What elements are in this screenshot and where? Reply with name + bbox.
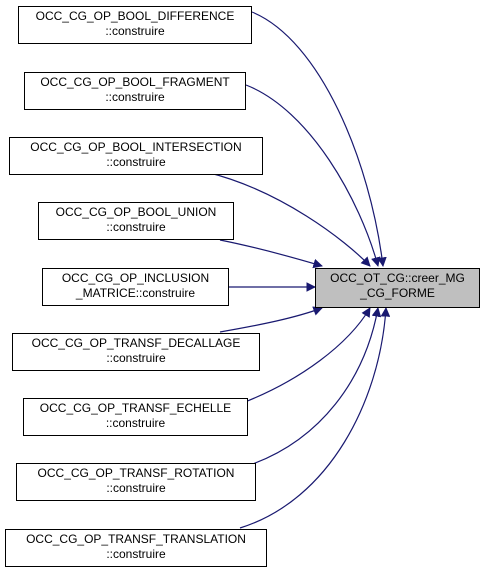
node-line1: OCC_CG_OP_BOOL_FRAGMENT bbox=[40, 75, 230, 89]
node-line1: OCC_CG_OP_TRANSF_ROTATION bbox=[37, 466, 235, 480]
node-bool-intersection[interactable]: OCC_CG_OP_BOOL_INTERSECTION ::construire bbox=[9, 137, 263, 175]
node-target-creer-mg-cg-forme[interactable]: OCC_OT_CG::creer_MG _CG_FORME bbox=[315, 268, 480, 308]
node-line1: OCC_CG_OP_TRANSF_TRANSLATION bbox=[26, 532, 246, 546]
edge-bool-fragment bbox=[245, 84, 381, 267]
node-transf-translation[interactable]: OCC_CG_OP_TRANSF_TRANSLATION ::construir… bbox=[5, 529, 267, 567]
node-line1: OCC_CG_OP_BOOL_UNION bbox=[55, 205, 217, 219]
edge-bool-intersection bbox=[205, 171, 371, 267]
node-line2: _CG_FORME bbox=[360, 286, 435, 300]
node-line1: OCC_CG_OP_BOOL_DIFFERENCE bbox=[35, 9, 235, 23]
edge-transf-decallage bbox=[219, 306, 323, 333]
edge-transf-translation bbox=[239, 307, 391, 529]
node-line2: ::construire bbox=[106, 220, 166, 234]
node-bool-fragment[interactable]: OCC_CG_OP_BOOL_FRAGMENT ::construire bbox=[24, 72, 246, 110]
node-transf-echelle[interactable]: OCC_CG_OP_TRANSF_ECHELLE ::construire bbox=[23, 398, 248, 436]
node-line2: ::construire bbox=[105, 416, 166, 430]
node-line1: OCC_OT_CG::creer_MG bbox=[330, 271, 465, 285]
edge-bool-difference bbox=[251, 11, 387, 267]
edge-bool-union bbox=[219, 239, 323, 269]
node-line2: ::construire bbox=[106, 155, 166, 169]
node-line2: ::construire bbox=[106, 481, 166, 495]
node-line2: ::construire bbox=[106, 351, 166, 365]
edge-transf-rotation bbox=[249, 307, 382, 466]
node-line1: OCC_CG_OP_TRANSF_DECALLAGE bbox=[31, 336, 241, 350]
node-line1: OCC_CG_OP_TRANSF_ECHELLE bbox=[39, 401, 232, 415]
node-transf-decallage[interactable]: OCC_CG_OP_TRANSF_DECALLAGE ::construire bbox=[12, 333, 260, 371]
node-line2: ::construire bbox=[106, 547, 166, 561]
node-line2: _MATRICE::construire bbox=[75, 286, 196, 300]
node-line2: ::construire bbox=[105, 90, 165, 104]
node-bool-union[interactable]: OCC_CG_OP_BOOL_UNION ::construire bbox=[38, 202, 234, 240]
edge-transf-echelle bbox=[244, 307, 371, 403]
node-bool-difference[interactable]: OCC_CG_OP_BOOL_DIFFERENCE ::construire bbox=[18, 6, 252, 44]
node-line2: ::construire bbox=[105, 24, 165, 38]
node-inclusion-matrice[interactable]: OCC_CG_OP_INCLUSION _MATRICE::construire bbox=[42, 268, 229, 306]
node-transf-rotation[interactable]: OCC_CG_OP_TRANSF_ROTATION ::construire bbox=[16, 463, 256, 501]
node-line1: OCC_CG_OP_INCLUSION bbox=[61, 271, 210, 285]
node-line1: OCC_CG_OP_BOOL_INTERSECTION bbox=[30, 140, 242, 154]
